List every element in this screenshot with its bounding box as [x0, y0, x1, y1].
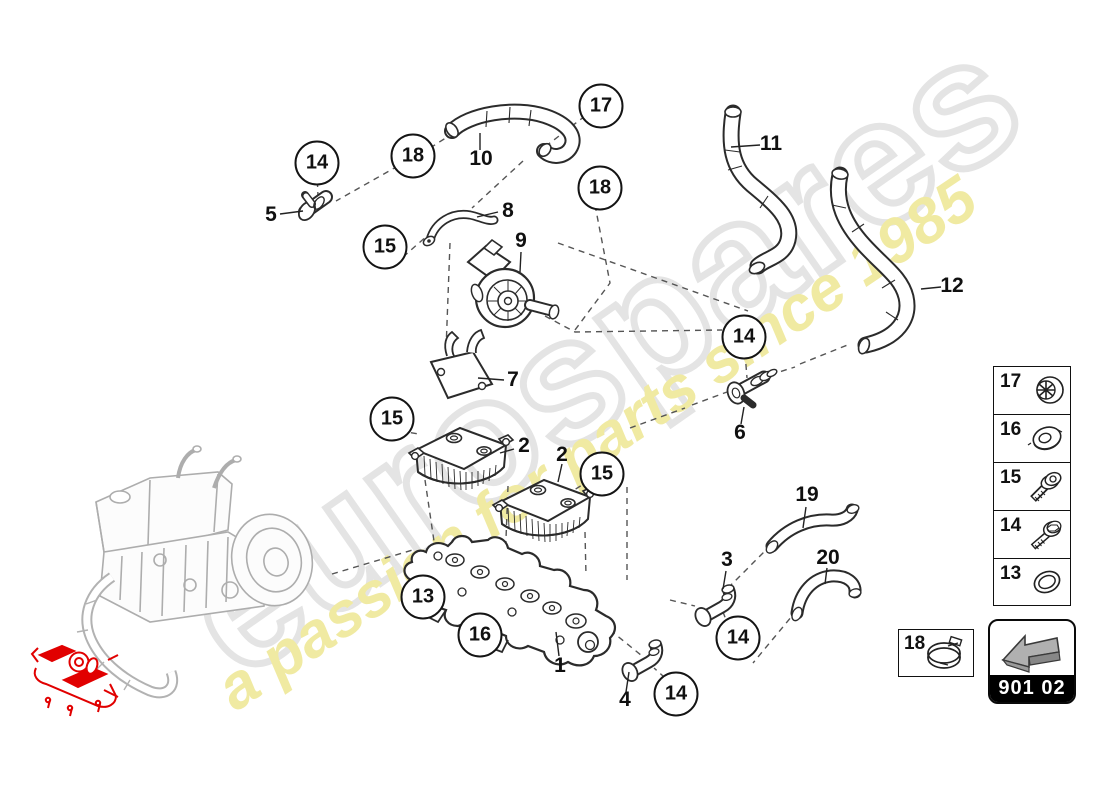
section-code-label: 901 02	[990, 675, 1074, 702]
washer-screw-icon	[1030, 471, 1062, 502]
section-arrow-icon	[990, 621, 1074, 675]
callout-15-b[interactable]: 15	[369, 396, 415, 442]
legend-item-17: 17	[993, 366, 1071, 414]
legend-item-15: 15	[993, 462, 1071, 510]
part-label-9: 9	[515, 229, 527, 252]
part-label-2a: 2	[518, 434, 530, 457]
part-label-12: 12	[940, 274, 964, 297]
leader-lines	[279, 133, 942, 693]
fitting-6-art	[726, 368, 778, 409]
hose-10-art	[444, 103, 581, 164]
callout-16[interactable]: 16	[457, 612, 503, 658]
callout-13[interactable]: 13	[400, 574, 446, 620]
callout-15-c[interactable]: 15	[579, 451, 625, 497]
hose-19-art	[765, 503, 860, 554]
pump-9-art	[466, 238, 560, 329]
socket-screw-icon	[1030, 520, 1062, 550]
part-label-10: 10	[469, 147, 493, 170]
callout-15-a[interactable]: 15	[362, 224, 408, 270]
flange-nut-icon	[1027, 426, 1063, 451]
section-code-box[interactable]: 901 02	[988, 619, 1076, 704]
hose-11-art	[722, 104, 798, 275]
legend-number: 18	[904, 633, 926, 654]
bracket-8-art	[422, 209, 499, 247]
part-label-6: 6	[734, 421, 746, 444]
o-ring-icon	[1033, 570, 1061, 594]
legend-item-18: 18	[898, 629, 974, 677]
legend-number: 17	[1000, 371, 1022, 392]
callout-14-b[interactable]: 14	[721, 314, 767, 360]
legend-number: 16	[1000, 419, 1022, 440]
part-label-11: 11	[759, 132, 783, 155]
callout-14-c[interactable]: 14	[715, 615, 761, 661]
part-label-4: 4	[619, 688, 631, 711]
legend-item-14: 14	[993, 510, 1071, 558]
legend-item-16: 16	[993, 414, 1071, 462]
hose-20-art	[790, 569, 862, 622]
callout-14-a[interactable]: 14	[294, 140, 340, 186]
part-label-7: 7	[507, 368, 519, 391]
part-label-5: 5	[265, 203, 277, 226]
part-label-3: 3	[721, 548, 733, 571]
callout-17[interactable]: 17	[578, 83, 624, 129]
hose-clamp-icon	[927, 635, 963, 669]
part-label-8: 8	[502, 199, 514, 222]
part-label-19: 19	[795, 483, 819, 506]
elbow-4-art	[621, 639, 664, 682]
part-label-2b: 2	[556, 443, 568, 466]
legend-number: 13	[1000, 563, 1022, 584]
callout-18-b[interactable]: 18	[577, 165, 623, 211]
part-label-20: 20	[816, 546, 840, 569]
part-label-1: 1	[554, 654, 566, 677]
fastener-legend: 17 16 15	[993, 366, 1071, 606]
legend-number: 15	[1000, 467, 1022, 488]
callout-18-a[interactable]: 18	[390, 133, 436, 179]
oil-cooler-2b-art	[492, 479, 598, 543]
bracket-7-art	[429, 328, 494, 400]
engine-assembly-art	[76, 445, 314, 699]
cap-nut-icon	[1036, 376, 1064, 404]
legend-item-13: 13	[993, 558, 1071, 606]
hose-12-art	[829, 166, 916, 355]
highlighted-part-art	[30, 644, 119, 717]
manifold-1-art	[403, 534, 616, 667]
fitting-5-art	[297, 190, 333, 222]
callout-14-d[interactable]: 14	[653, 671, 699, 717]
legend-number: 14	[1000, 515, 1022, 536]
elbow-3-art	[694, 584, 737, 627]
